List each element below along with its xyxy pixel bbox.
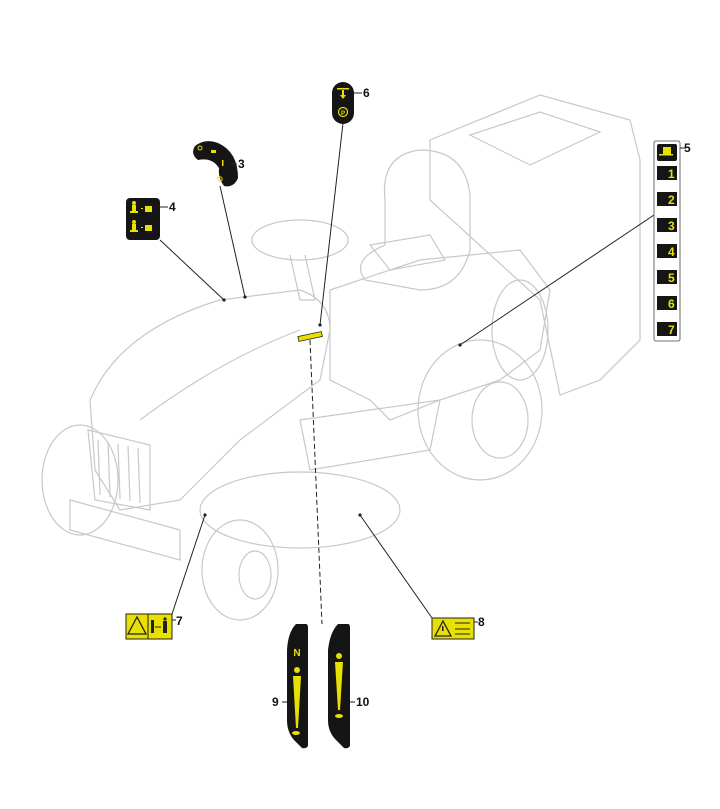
tractor-outline [41, 94, 641, 621]
decal-speed-lever: 10 [328, 624, 370, 749]
neutral-label: N [293, 648, 300, 659]
decal-warning-manual: 8 [431, 615, 485, 640]
decal-warning-bystanders: 7 [125, 613, 183, 640]
height-steps: 1 2 3 4 5 6 7 [657, 166, 677, 337]
height-step-4: 4 [668, 245, 675, 259]
decal-ignition: 3 [193, 141, 245, 187]
decal-parking-brake: P 6 [332, 82, 370, 124]
decal-seat-safety: 4 [126, 198, 176, 240]
callout-5: 5 [684, 141, 691, 155]
leader-lines [159, 122, 655, 625]
callout-8: 8 [478, 615, 485, 629]
height-step-1: 1 [668, 167, 675, 181]
callout-7: 7 [176, 614, 183, 628]
height-step-2: 2 [668, 193, 675, 207]
height-step-5: 5 [668, 271, 675, 285]
decal-speed-lever-neutral: N 9 [272, 624, 308, 749]
callout-10: 10 [356, 695, 370, 709]
svg-text:P: P [341, 111, 345, 117]
height-step-6: 6 [668, 297, 675, 311]
decal-cutting-height: 5 1 2 3 4 5 6 7 [653, 140, 691, 342]
height-step-7: 7 [668, 323, 675, 337]
callout-4: 4 [169, 200, 176, 214]
height-step-3: 3 [668, 219, 675, 233]
callout-6: 6 [363, 86, 370, 100]
callout-9: 9 [272, 695, 279, 709]
callout-3: 3 [238, 157, 245, 171]
